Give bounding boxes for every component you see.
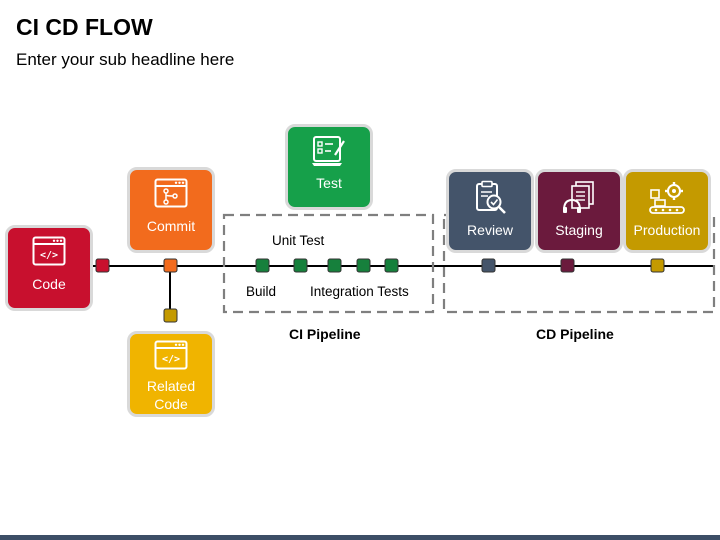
test-box: Test (285, 124, 373, 210)
integration-tests-label: Integration Tests (310, 284, 409, 299)
ci-node-integration-2 (356, 258, 371, 273)
svg-text:</>: </> (40, 250, 58, 261)
checklist-icon (311, 135, 347, 172)
code-node (95, 258, 110, 273)
code-box: </> Code (5, 225, 93, 311)
documents-headset-icon (561, 180, 597, 221)
ci-node-unit-test (293, 258, 308, 273)
unit-test-label: Unit Test (272, 233, 325, 248)
ci-node-integration-1 (327, 258, 342, 273)
ci-pipeline-label: CI Pipeline (289, 326, 361, 342)
production-node (650, 258, 665, 273)
page-title: CI CD FLOW (16, 14, 153, 40)
code-window-icon: </> (154, 340, 188, 375)
page-subtitle: Enter your sub headline here (16, 50, 235, 69)
git-commit-icon (154, 178, 188, 213)
test-label: Test (316, 175, 342, 191)
bottom-bar (0, 535, 720, 540)
review-box: Review (446, 169, 534, 253)
related-code-label-line2: Code (154, 396, 188, 412)
cd-pipeline-label: CD Pipeline (536, 326, 614, 342)
commit-label: Commit (146, 218, 196, 234)
production-label: Production (633, 222, 701, 238)
factory-gear-icon (648, 180, 686, 221)
commit-box: Commit (127, 167, 215, 253)
staging-label: Staging (555, 222, 603, 238)
review-node (481, 258, 496, 273)
build-label: Build (246, 284, 277, 299)
ci-node-build (255, 258, 270, 273)
code-label: Code (32, 276, 66, 292)
ci-node-integration-3 (384, 258, 399, 273)
staging-node (560, 258, 575, 273)
related-code-box: </> Related Code (127, 331, 215, 417)
related-code-node (163, 308, 178, 323)
staging-box: Staging (535, 169, 623, 253)
svg-text:</>: </> (162, 354, 180, 365)
ci-pipeline-frame (222, 213, 435, 314)
review-label: Review (467, 222, 513, 238)
commit-node (163, 258, 178, 273)
related-code-label-line1: Related (146, 378, 196, 394)
code-window-icon: </> (32, 236, 66, 271)
clipboard-search-icon (472, 180, 508, 221)
production-box: Production (623, 169, 711, 253)
